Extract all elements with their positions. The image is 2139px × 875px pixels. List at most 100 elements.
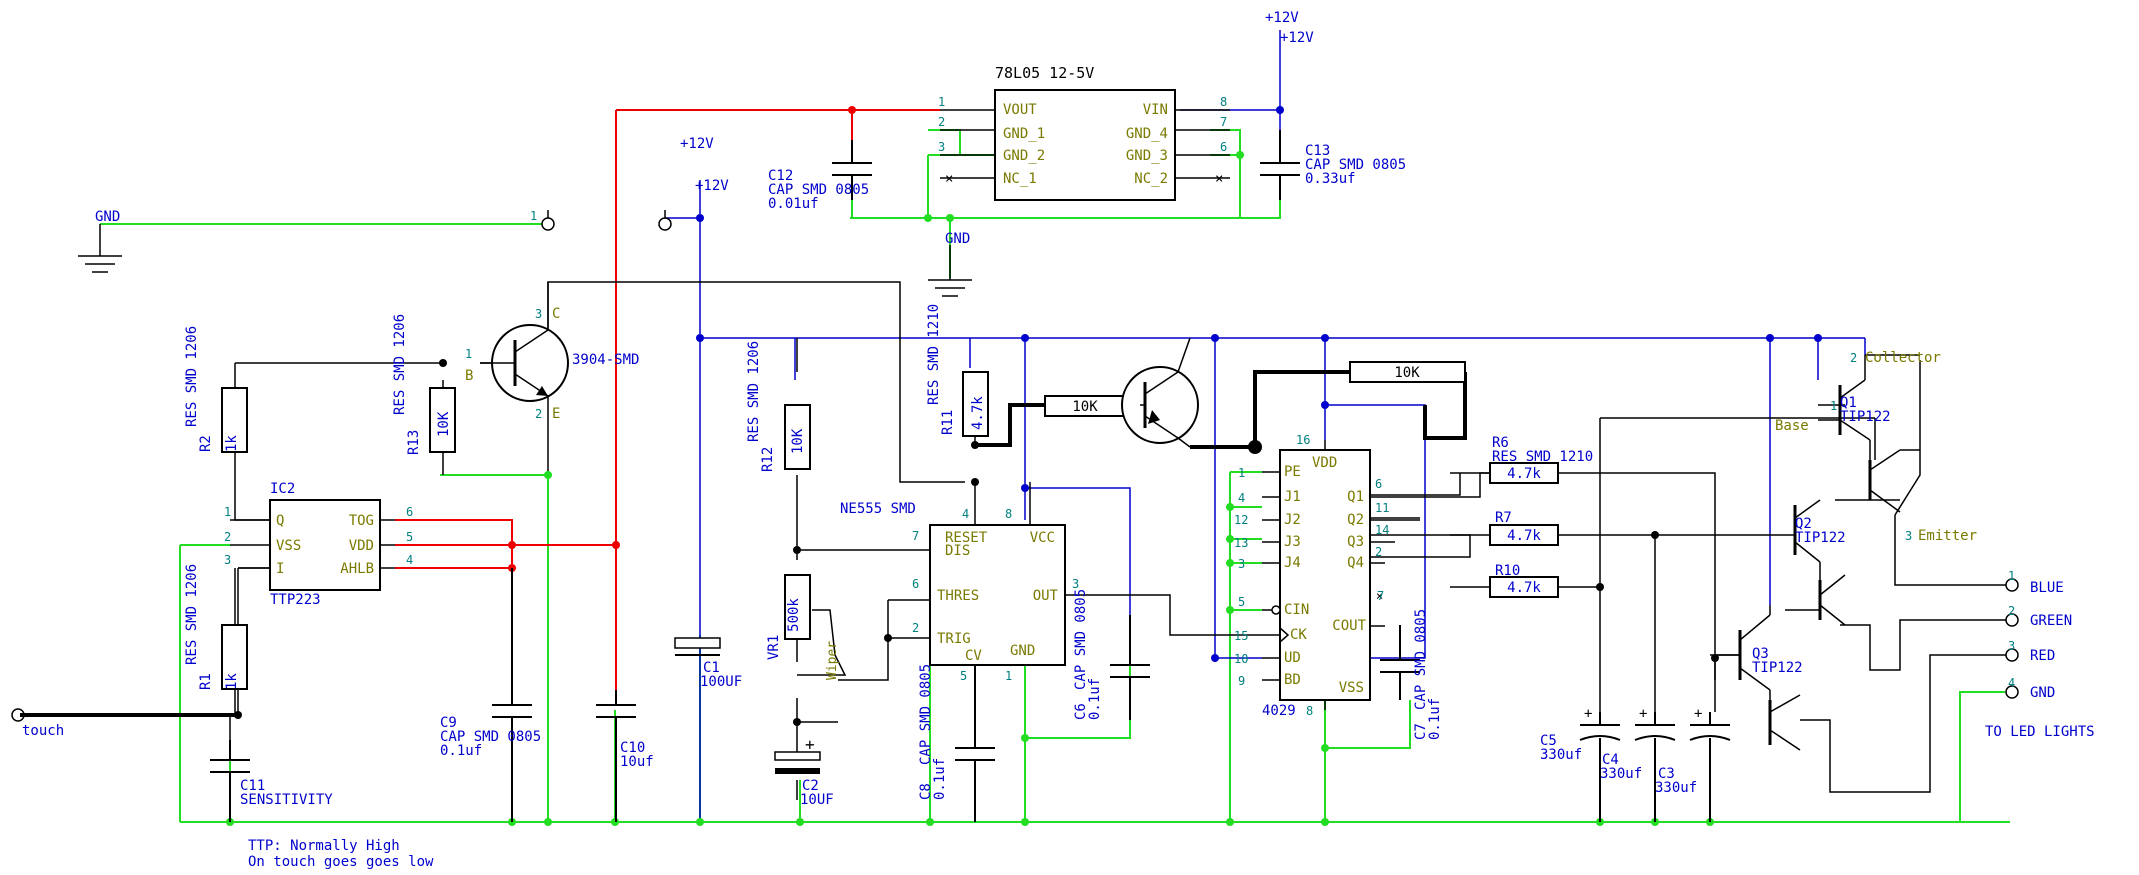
r6-ref: R6 xyxy=(1492,435,1509,451)
r1-type: RES SMD 1206 xyxy=(184,564,200,665)
r13-ref: R13 xyxy=(406,430,422,455)
q3904-pin-e: E xyxy=(552,406,560,422)
ne555-num-8: 8 xyxy=(1005,507,1012,521)
vr1-wiper: Wiper xyxy=(825,641,840,680)
q3904-num-3: 3 xyxy=(535,307,542,321)
r1-value: 1k xyxy=(224,673,240,690)
q2-ref: Q2 xyxy=(1795,516,1812,532)
ic2-pin-i: I xyxy=(276,561,284,577)
reg-num-3: 3 xyxy=(938,140,945,154)
capacitor-c5 xyxy=(1579,712,1621,822)
cd4029-pin-q2: Q2 xyxy=(1347,512,1364,528)
cd4029-num-10: 10 xyxy=(1234,652,1248,666)
regulator-pins xyxy=(940,109,1230,179)
c2-value: 10UF xyxy=(800,792,834,808)
c6-type: CAP SMD 0805 xyxy=(1073,589,1089,690)
cd4029-pin-j4: J4 xyxy=(1284,555,1301,571)
q3904-pin-c: C xyxy=(552,306,560,322)
regulator-body xyxy=(994,89,1176,201)
cd4029-pin-cout: COUT xyxy=(1332,618,1366,634)
cin-bubble xyxy=(1271,605,1281,615)
r12-ref: R12 xyxy=(760,447,776,472)
capacitor-c1 xyxy=(674,637,721,656)
r13-label-group: R13 RES SMD 1206 10K xyxy=(392,314,452,455)
resistor-r11 xyxy=(962,371,989,437)
cd4029-pin-q1: Q1 xyxy=(1347,489,1364,505)
cd4029-pin-vdd: VDD xyxy=(1312,455,1337,471)
r2-label-group: R2 RES SMD 1206 1k xyxy=(184,326,240,452)
resistor-r10 xyxy=(1489,576,1559,598)
cd4029-num-2: 2 xyxy=(1375,545,1382,559)
ic2-num-2: 2 xyxy=(224,530,231,544)
ck-clock-marker xyxy=(1279,627,1290,643)
transistor-q3 xyxy=(1715,605,1801,751)
cd4029-pin-vss: VSS xyxy=(1339,680,1364,696)
q1-emitter: Emitter xyxy=(1918,528,1977,544)
potentiometer-vr1 xyxy=(784,574,811,640)
ne555-num-3: 3 xyxy=(1072,577,1079,591)
reg-pin-vout: VOUT xyxy=(1003,102,1037,118)
out-label-blue: BLUE xyxy=(2030,580,2064,596)
c3-plus: + xyxy=(1694,706,1702,722)
ic2-num-3: 3 xyxy=(224,553,231,567)
c12-value: 0.01uf xyxy=(768,196,819,212)
cd4029-num-6: 6 xyxy=(1375,477,1382,491)
ic2-pin-tog: TOG xyxy=(349,513,374,529)
ne555-num-4: 4 xyxy=(962,507,969,521)
c3-value: 330uf xyxy=(1655,780,1697,796)
cd4029-pin-j1: J1 xyxy=(1284,489,1301,505)
ne555-pin-thres: THRES xyxy=(937,588,979,604)
c13-value: 0.33uf xyxy=(1305,171,1356,187)
cd4029-pin-cin: CIN xyxy=(1284,602,1309,618)
ic2-num-5: 5 xyxy=(406,530,413,544)
resistor-r1 xyxy=(221,624,248,690)
nc2-cross: × xyxy=(1215,171,1223,187)
ic2-pin-ahlb: AHLB xyxy=(340,561,374,577)
out-label-green: GREEN xyxy=(2030,613,2072,629)
cd4029-num-4: 4 xyxy=(1238,491,1245,505)
gnd-label-regulator: GND xyxy=(945,231,970,247)
reg-pin-gnd4: GND_4 xyxy=(1126,126,1168,142)
r11-value: 4.7k xyxy=(970,396,986,430)
c8-ref: C8 xyxy=(918,783,934,800)
cd4029-pin-ck: CK xyxy=(1290,627,1307,643)
c5-value: 330uf xyxy=(1540,747,1582,763)
ne555-num-6: 6 xyxy=(912,577,919,591)
r1-label-group: R1 RES SMD 1206 1k xyxy=(184,564,240,690)
ne555-num-1: 1 xyxy=(1005,669,1012,683)
ground-terminal xyxy=(541,210,555,231)
ic2-body xyxy=(269,499,381,591)
r2-ref: R2 xyxy=(198,435,214,452)
transistor-npn-mid xyxy=(1121,337,1199,448)
reg-num-1: 1 xyxy=(938,95,945,109)
transistor-q1 xyxy=(1838,355,1920,513)
c12-ref: C12 xyxy=(768,168,793,184)
ne555-pin-vcc: VCC xyxy=(1030,530,1055,546)
ic2-pin-q: Q xyxy=(276,513,284,529)
c10-value: 10uf xyxy=(620,754,654,770)
supply-net xyxy=(665,30,1866,822)
r12-type: RES SMD 1206 xyxy=(746,341,762,442)
five-volt-net xyxy=(395,109,940,690)
ne555-pin-out: OUT xyxy=(1033,588,1059,604)
reg-num-7: 7 xyxy=(1220,115,1227,129)
reg-pin-nc2: NC_2 xyxy=(1134,171,1168,187)
cd4029-pin-pe: PE xyxy=(1284,464,1301,480)
c11-value: SENSITIVITY xyxy=(240,792,333,808)
c11-ref: C11 xyxy=(240,778,265,794)
capacitor-c11 xyxy=(210,740,250,822)
r1-ref: R1 xyxy=(198,673,214,690)
capacitor-c2 xyxy=(774,722,821,774)
cd4029-num-11: 11 xyxy=(1375,501,1389,515)
c7-value: 0.1uf xyxy=(1427,698,1443,740)
c6-label-group: C6 CAP SMD 0805 0.1uf xyxy=(1073,589,1103,720)
vr1-value: 500k xyxy=(786,598,802,632)
r11-type: RES SMD 1210 xyxy=(926,304,942,405)
c1-value: 100UF xyxy=(700,674,742,690)
q3-part: TIP122 xyxy=(1752,660,1803,676)
c4-value: 330uf xyxy=(1600,766,1642,782)
gnd-terminal-num: 1 xyxy=(530,209,537,223)
cd4029-pin-q4: Q4 xyxy=(1347,555,1364,571)
capacitor-c8 xyxy=(955,665,995,822)
cd4029-pin-bd: BD xyxy=(1284,672,1301,688)
